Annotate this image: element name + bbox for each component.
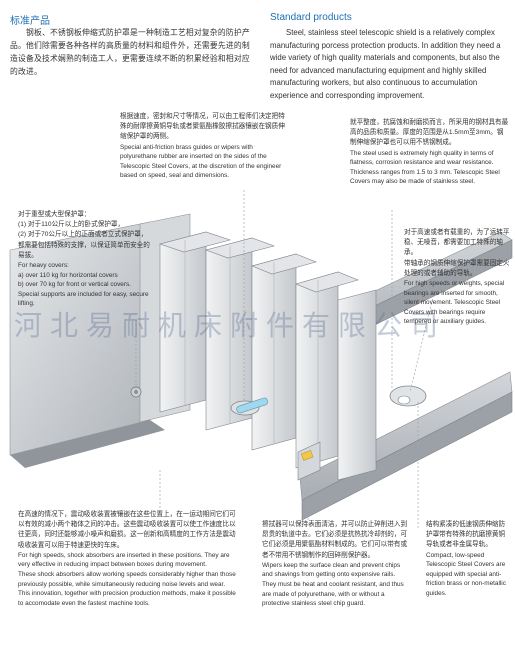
- bolt-detail: [130, 386, 142, 398]
- callout-heavy-cn-item1: (1) 对于110公斤以上的卧式保护罩，: [18, 221, 125, 229]
- callout-guides: 根据速度，密封和尺寸等情况，可以由工程师们决定把特殊的耐摩擦黄铜导轨或者聚氨酯橡…: [120, 112, 288, 181]
- callout-heavy-en-intro: For heavy covers:: [18, 262, 69, 270]
- callout-guides-cn: 根据速度，密封和尺寸等情况，可以由工程师们决定把特殊的耐摩擦黄铜导轨或者聚氨酯橡…: [120, 113, 285, 141]
- callout-compact-cn: 结构紧凑的低速钢质伸缩防护罩带有特殊的抗磨擦黄铜导轨或者非金属导轨。: [426, 521, 506, 549]
- cover-box-5: [337, 289, 377, 481]
- callout-heavy-en-item2: b) over 70 kg for front or vertical cove…: [18, 281, 131, 289]
- right-heading: Standard products: [270, 12, 352, 23]
- callout-high-speed: 对于高速或者有载重的，为了运转平稳、无噪音，都需要加工特殊的轴承。 带轴承的钢质…: [404, 228, 510, 327]
- callout-absorbers-cn: 在高速的情况下，震动吸收装置被镶嵌在这些位置上，在一运动期间它们可以有效的减小两…: [18, 511, 236, 549]
- cover-box-1: [158, 231, 232, 413]
- callout-wipers-en1: Wipers keep the surface clean and preven…: [262, 561, 401, 579]
- right-intro-paragraph: Steel, stainless steel telescopic shield…: [270, 28, 501, 100]
- callout-wipers-cn: 擦拭器可以保持表面清洁，并可以防止碎削进入到昂贵的轨道中去。它们必须是抗热抗冷却…: [262, 521, 408, 559]
- cover-grooves: [184, 240, 319, 462]
- callout-heavy-cn-item2: (2) 对于70公斤以上的正面或者立式保护罩，都需要包括特殊的支撑，以保证简单而…: [18, 231, 150, 259]
- left-intro-paragraph: 钢板、不锈钢板伸缩式防护罩是一种制造工艺相对复杂的防护产品。他们除需要各种各样的…: [10, 28, 250, 76]
- callout-absorbers-en3: This innovation, together with precision…: [18, 590, 236, 607]
- wiper-detail: [230, 397, 268, 416]
- callout-compact-en: Compact, low-speed Telescopic Steel Cove…: [426, 551, 506, 597]
- callout-absorbers-en2: These shock absorbers allow working spee…: [18, 571, 236, 588]
- callout-guides-en: Special anti-friction brass guides or wi…: [120, 143, 282, 180]
- cover-box-2: [204, 237, 276, 431]
- callout-steel-cn: 就平整度，抗腐蚀和耐磨损而言，所采用的钢材具有最高的品质和质量。厚度的范围是从1…: [350, 119, 509, 147]
- callout-heavy-en-note: Special supports are included for easy, …: [18, 290, 149, 308]
- callout-compact: 结构紧凑的低速钢质伸缩防护罩带有特殊的抗磨擦黄铜导轨或者非金属导轨。 Compa…: [426, 520, 510, 599]
- callout-absorbers-en1: For high speeds, shock absorbers are ins…: [18, 551, 230, 569]
- cover-box-4: [295, 271, 359, 469]
- company-watermark: 河北易耐机床附件有限公司: [14, 309, 447, 342]
- bearing-detail: [389, 385, 427, 407]
- callout-wipers-en2: They must be heat and coolant resistant,…: [262, 581, 404, 608]
- callout-steel: 就平整度，抗腐蚀和耐磨损而言，所采用的钢材具有最高的品质和质量。厚度的范围是从1…: [350, 118, 510, 187]
- guide-bracket: [297, 441, 321, 481]
- callout-wipers: 擦拭器可以保持表面清洁，并可以防止碎削进入到昂贵的轨道中去。它们必须是抗热抗冷却…: [262, 520, 410, 609]
- callout-heavy-en-item1: a) over 110 kg for horizontal covers: [18, 271, 118, 279]
- callout-heavy-cn-intro: 对于重型或大型保护罩：: [18, 211, 91, 218]
- left-heading: 标准产品: [10, 16, 50, 27]
- callout-heavy-covers: 对于重型或大型保护罩： (1) 对于110公斤以上的卧式保护罩， (2) 对于7…: [18, 210, 150, 309]
- callout-speed-cn2: 带轴承的钢质伸缩保护罩需要固定火处理的或者辅助的导轨。: [404, 259, 510, 277]
- callout-steel-en: The steel used is extremely high quality…: [350, 149, 500, 186]
- callout-speed-cn1: 对于高速或者有载重的，为了运转平稳、无噪音，都需要加工特殊的轴承。: [404, 229, 510, 257]
- callout-leaders: [135, 190, 441, 530]
- callout-shock-absorbers: 在高速的情况下，震动吸收装置被镶嵌在这些位置上，在一运动期间它们可以有效的减小两…: [18, 510, 236, 608]
- callout-speed-en: For high speeds or weights, special bear…: [404, 280, 505, 326]
